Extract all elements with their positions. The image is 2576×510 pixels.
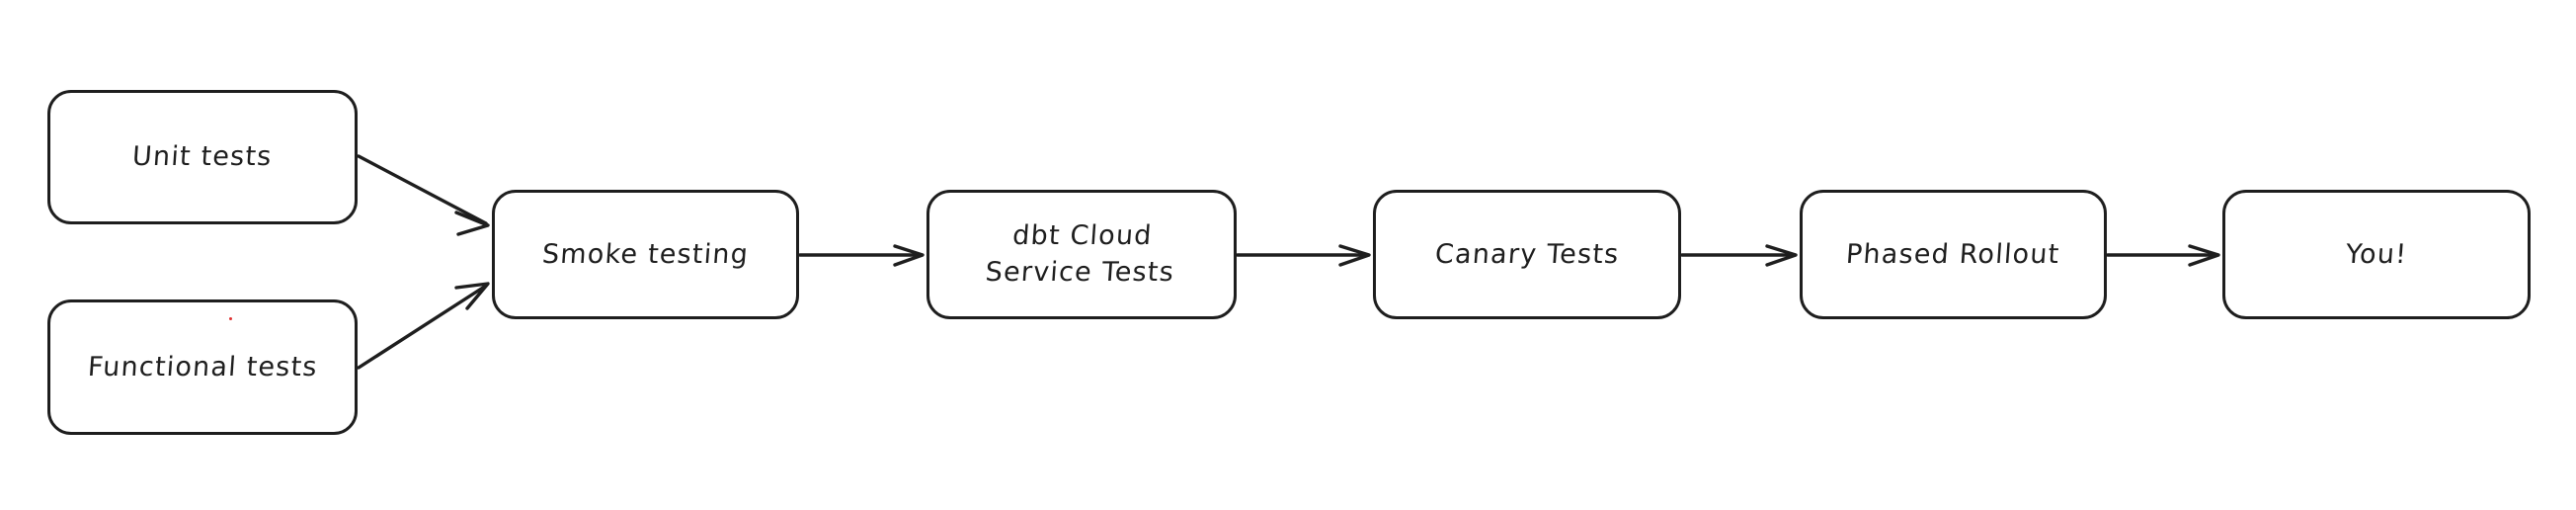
node-smoke-testing[interactable]: Smoke testing [492,190,799,319]
edge-unit-to-smoke [357,154,490,236]
node-label: dbt Cloud Service Tests [985,220,1176,289]
node-dbt-cloud-service-tests[interactable]: dbt Cloud Service Tests [926,190,1237,319]
node-label: Phased Rollout [1845,238,2061,270]
node-label: Functional tests [86,351,319,382]
edge-canary-to-phased [1680,244,1798,267]
node-phased-rollout[interactable]: Phased Rollout [1800,190,2107,319]
node-canary-tests[interactable]: Canary Tests [1373,190,1681,319]
node-functional-tests[interactable]: Functional tests [47,299,358,435]
node-label: Canary Tests [1433,238,1621,270]
edge-functional-to-smoke [357,282,490,370]
node-label: Unit tests [131,141,274,173]
node-label: You! [2344,238,2409,270]
edge-smoke-to-dbt [798,244,925,267]
node-you[interactable]: You! [2222,190,2531,319]
red-speck-mark [229,317,232,320]
edge-phased-to-you [2106,244,2220,267]
node-unit-tests[interactable]: Unit tests [47,90,358,224]
node-label: Smoke testing [540,238,751,270]
edge-dbt-to-canary [1236,244,1371,267]
